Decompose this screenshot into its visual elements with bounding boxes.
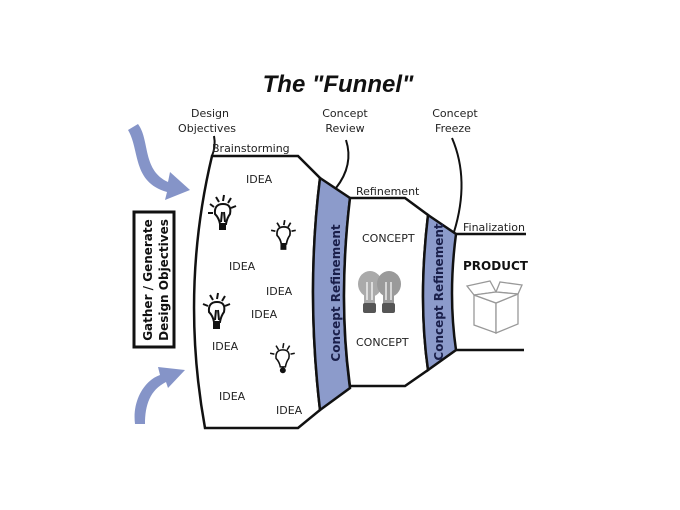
- band-label-2: Concept Refinement: [432, 223, 446, 360]
- idea-label: IDEA: [229, 260, 256, 273]
- milestone-line-review: [335, 139, 350, 189]
- concept-refinement-band-2: [421, 212, 458, 373]
- side-box: [132, 210, 176, 349]
- milestone-line2: Objectives: [178, 122, 236, 135]
- idea-label: IDEA: [219, 390, 246, 403]
- milestone-line1: Concept: [322, 107, 368, 120]
- lightbulb-icon: [270, 219, 296, 250]
- milestone-line1: Concept: [432, 107, 478, 120]
- idea-label: IDEA: [276, 404, 303, 417]
- concept-label: CONCEPT: [362, 232, 415, 245]
- idea-label: IDEA: [212, 340, 239, 353]
- lightbulb-icon: [202, 292, 231, 329]
- product-label: PRODUCT: [463, 259, 529, 273]
- milestone-line2: Review: [325, 122, 364, 135]
- twin-lightbulbs-icon: [358, 271, 401, 313]
- inflow-arrow-bottom: [134, 367, 185, 424]
- lightbulb-icon: [208, 194, 237, 230]
- brainstorming-region: [192, 154, 322, 430]
- idea-label: IDEA: [251, 308, 278, 321]
- lightbulb-icon: [269, 342, 295, 374]
- diagram-title: The "Funnel": [263, 71, 414, 98]
- concept-label: CONCEPT: [356, 336, 409, 349]
- milestone-line2: Freeze: [435, 122, 471, 135]
- stage-finalization: Finalization: [463, 221, 525, 234]
- milestone-concept-freeze: Concept Freeze: [432, 107, 478, 135]
- milestone-concept-review: Concept Review: [322, 107, 368, 135]
- box-icon: [465, 280, 523, 334]
- milestone-design-objectives: Design Objectives: [178, 107, 236, 135]
- idea-label: IDEA: [266, 285, 293, 298]
- milestone-line-design: [211, 135, 216, 157]
- inflow-arrow-top: [128, 124, 190, 200]
- band-label-1: Concept Refinement: [329, 224, 343, 361]
- milestone-line1: Design: [191, 107, 229, 120]
- milestone-line-freeze: [451, 137, 463, 233]
- idea-label: IDEA: [246, 173, 273, 186]
- stage-brainstorming: Brainstorming: [212, 142, 290, 155]
- side-box-line1: Gather / Generate: [141, 219, 155, 341]
- stage-refinement: Refinement: [356, 185, 420, 198]
- side-box-line2: Design Objectives: [157, 219, 171, 341]
